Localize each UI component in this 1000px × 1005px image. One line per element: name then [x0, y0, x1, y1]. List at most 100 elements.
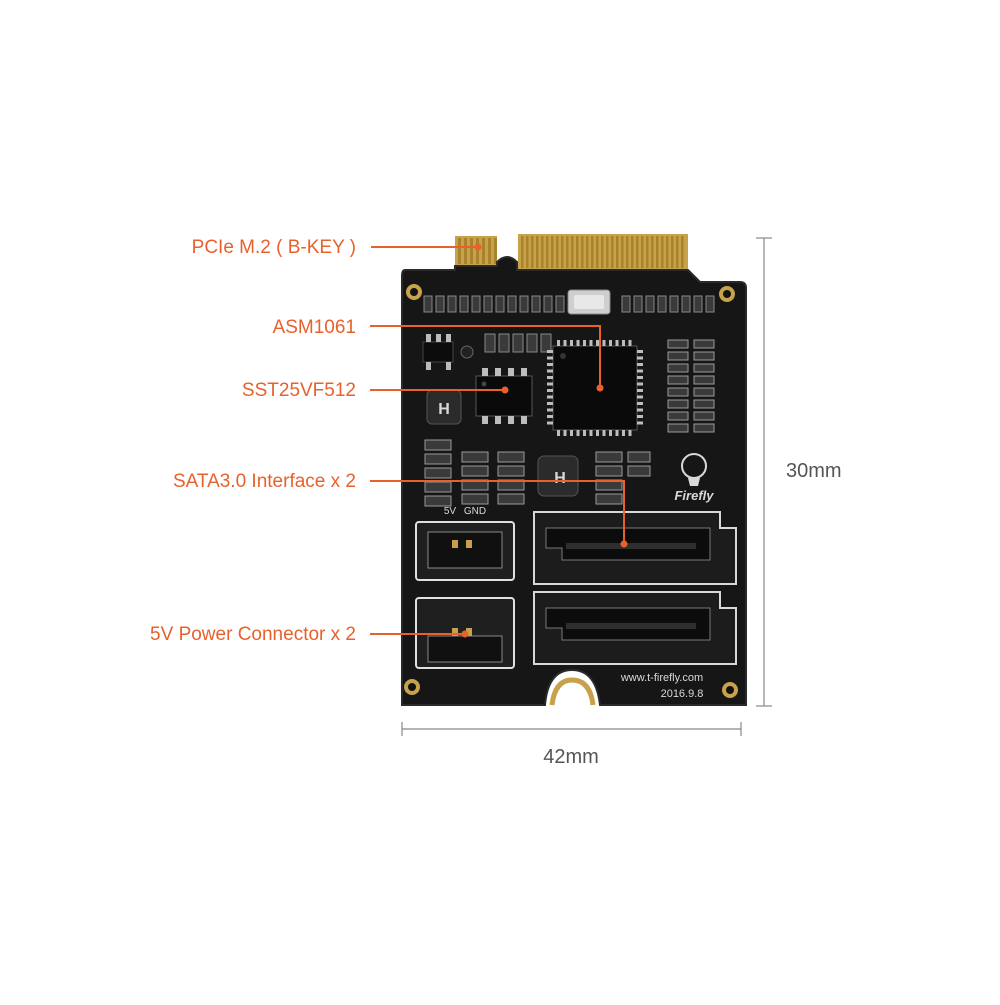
top-passive-row	[423, 295, 715, 353]
passive-component	[693, 295, 703, 313]
chip-pin	[547, 363, 553, 366]
gold-pin	[661, 236, 664, 268]
gold-pin	[656, 236, 659, 268]
chip-pin	[637, 415, 643, 418]
passive-component	[461, 493, 489, 505]
gold-pin	[671, 236, 674, 268]
chip-pin	[602, 430, 606, 436]
chip-pin	[563, 430, 567, 436]
passive-component	[424, 467, 452, 479]
passive-component	[693, 411, 715, 421]
passive-component	[424, 439, 452, 451]
passive-component	[667, 375, 689, 385]
passive-component	[621, 295, 631, 313]
passive-component	[627, 465, 651, 477]
chip-pin	[602, 340, 606, 346]
chip-pin	[547, 402, 553, 405]
gold-pin	[636, 236, 639, 268]
gold-pin	[601, 236, 604, 268]
gold-pin	[681, 236, 684, 268]
chip-pin	[637, 376, 643, 379]
passive-component	[435, 295, 445, 313]
passive-component	[471, 295, 481, 313]
chip-pin	[637, 363, 643, 366]
chip-pin	[637, 395, 643, 399]
gold-pin-stripes	[458, 236, 684, 268]
board-date-text: 2016.9.8	[661, 688, 704, 700]
mounting-hole-top-left-center	[410, 288, 418, 296]
chip-pin	[596, 340, 599, 346]
passive-component	[483, 295, 493, 313]
passive-component	[447, 295, 457, 313]
passive-component	[693, 363, 715, 373]
chip-pin	[615, 340, 619, 346]
gold-pin	[494, 238, 497, 264]
passive-component	[595, 493, 623, 505]
chip-pin	[521, 416, 527, 424]
chip-pin	[637, 389, 643, 392]
pin-label-gnd: GND	[464, 506, 486, 517]
gold-pin	[631, 236, 634, 268]
passive-component	[595, 465, 623, 477]
callout-pcie-label: PCIe M.2 ( B-KEY )	[192, 237, 356, 258]
chip-pin	[495, 416, 501, 424]
inductor-left-mark: H	[438, 401, 450, 418]
crystal-lid	[574, 295, 604, 309]
callout-asm-dot	[596, 384, 604, 392]
key-notch-plating	[549, 677, 596, 706]
chip-pin	[596, 430, 599, 436]
passive-component	[424, 481, 452, 493]
passive-component	[531, 295, 541, 313]
passive-component	[705, 295, 715, 313]
power-connector-bottom-pin	[466, 628, 472, 636]
asm1061-chip	[547, 340, 643, 436]
chip-pin	[547, 408, 553, 412]
chip-pin	[547, 350, 553, 353]
passive-component	[667, 339, 689, 349]
passive-component	[657, 295, 667, 313]
passive-component	[667, 387, 689, 397]
gold-pin	[576, 236, 579, 268]
chip-pin	[570, 340, 573, 346]
passive-component	[540, 333, 552, 353]
power-connector-top-pin	[466, 540, 472, 548]
gold-pin	[621, 236, 624, 268]
gold-pin	[488, 238, 491, 264]
callouts: PCIe M.2 ( B-KEY ) ASM1061 SST25VF512 SA…	[150, 237, 628, 645]
passive-component	[461, 451, 489, 463]
regulator-pin	[426, 362, 431, 370]
power-connector-top-socket	[427, 531, 503, 569]
gold-pin	[566, 236, 569, 268]
chip-pin	[589, 430, 593, 436]
chip-pin	[637, 382, 643, 386]
passive-component	[693, 423, 715, 433]
chip-pin	[570, 430, 573, 436]
board-url-text: www.t-firefly.com	[620, 672, 703, 684]
gold-pin	[646, 236, 649, 268]
gold-pin	[536, 236, 539, 268]
callout-asm-leader	[370, 325, 601, 388]
dimension-height: 30mm	[756, 237, 842, 707]
power-connector-top	[415, 521, 515, 581]
passive-component	[424, 453, 452, 465]
gold-pin	[458, 238, 461, 264]
inductor-left: H	[426, 389, 462, 425]
gold-pin	[561, 236, 564, 268]
chip-pin	[637, 402, 643, 405]
gold-pin	[546, 236, 549, 268]
passive-component	[693, 399, 715, 409]
callout-power: 5V Power Connector x 2	[150, 624, 469, 645]
dimension-width-label: 42mm	[543, 746, 599, 768]
chip-pin	[583, 340, 586, 346]
gold-pin	[611, 236, 614, 268]
pin-label-5v: 5V	[444, 506, 457, 517]
gold-pin	[476, 238, 479, 264]
chip-pin	[563, 340, 567, 346]
passive-component	[555, 295, 565, 313]
passive-component	[461, 465, 489, 477]
passive-component	[645, 295, 655, 313]
passive-component	[667, 399, 689, 409]
gold-pin	[676, 236, 679, 268]
passive-component	[693, 375, 715, 385]
